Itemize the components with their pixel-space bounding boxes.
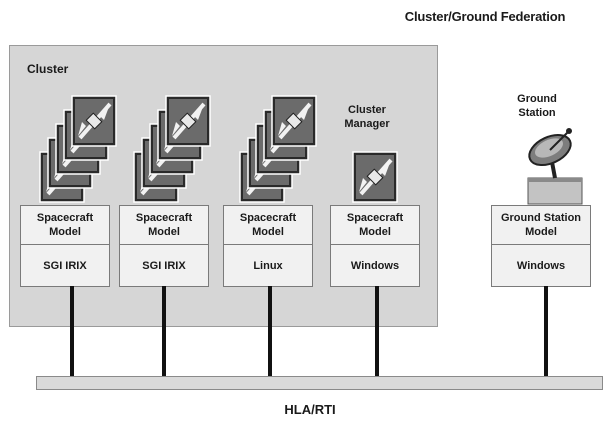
satellite-stack-icon (239, 95, 317, 203)
ground-station-node: Ground Station Model Windows (491, 205, 591, 287)
cluster-manager-node: Spacecraft Model Windows (330, 205, 420, 287)
node-model-label: Spacecraft Model (21, 206, 109, 245)
bus-connector (162, 286, 166, 377)
spacecraft-node: Spacecraft Model Linux (223, 205, 313, 287)
satellite-icon (352, 151, 398, 203)
bus-connector (268, 286, 272, 377)
bus-connector (544, 286, 548, 377)
node-os-label: Linux (253, 259, 283, 272)
node-model-label: Ground Station Model (492, 206, 590, 245)
spacecraft-node: Spacecraft Model SGI IRIX (20, 205, 110, 287)
hla-rti-bus (36, 376, 603, 390)
node-os-label: SGI IRIX (43, 259, 87, 272)
federation-title: Cluster/Ground Federation (404, 9, 566, 24)
cluster-label: Cluster (27, 62, 69, 76)
bus-connector (375, 286, 379, 377)
bus-connector (70, 286, 74, 377)
satellite-stack-icon (133, 95, 211, 203)
spacecraft-node: Spacecraft Model SGI IRIX (119, 205, 209, 287)
node-os-label: SGI IRIX (142, 259, 186, 272)
ground-station-label: Ground Station (517, 93, 557, 119)
node-model-label: Spacecraft Model (224, 206, 312, 245)
node-os-label: Windows (350, 259, 400, 272)
node-model-label: Spacecraft Model (331, 206, 419, 245)
node-os-label: Windows (516, 259, 566, 272)
satellite-stack-icon (39, 95, 117, 203)
node-model-label: Spacecraft Model (120, 206, 208, 245)
cluster-manager-label: Cluster Manager (344, 104, 390, 130)
satellite-dish-icon (527, 128, 583, 205)
hla-rti-label: HLA/RTI (284, 402, 336, 417)
